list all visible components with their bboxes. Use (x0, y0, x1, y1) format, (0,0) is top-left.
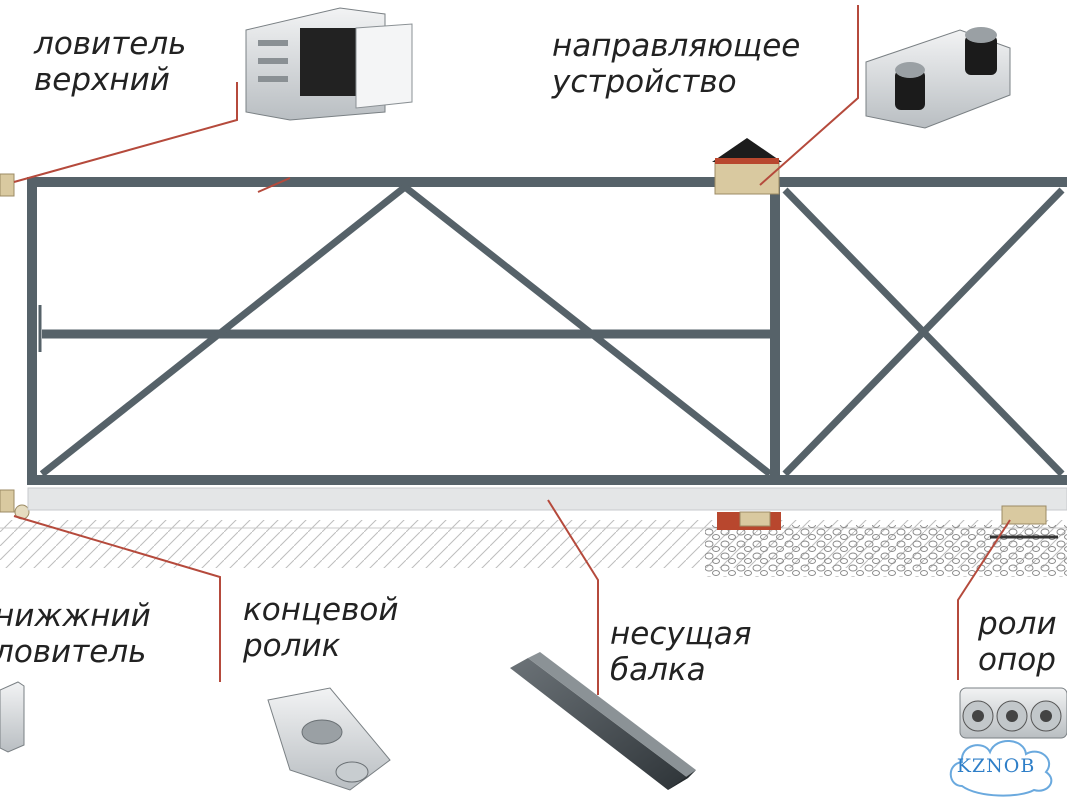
label-carrier-beam: несущая балка (610, 616, 752, 688)
watermark: KZNOB (950, 735, 1042, 797)
label-lower-catcher: нижжний ловитель (0, 598, 151, 670)
roller-carriage (717, 505, 1058, 539)
label-guide-device: направляющее устройство (552, 28, 801, 100)
ground (0, 520, 1067, 577)
guide-device-part (865, 27, 1011, 129)
end-roller-part (267, 687, 391, 791)
watermark-cloud (949, 740, 1053, 797)
support-rollers-part (959, 687, 1067, 739)
label-support-rollers: роли опор (978, 606, 1057, 678)
carrier-beam-part (510, 652, 696, 790)
carrier-beam (27, 487, 1067, 511)
lower-catcher-block (0, 489, 15, 513)
upper-catcher-block (0, 173, 15, 197)
label-end-roller: концевой ролик (243, 592, 399, 664)
upper-catcher-part (245, 7, 413, 121)
watermark-text: KZNOB (956, 755, 1036, 777)
gate-frame (27, 177, 1067, 485)
leader-lines (13, 5, 1011, 695)
guide-post (712, 138, 782, 195)
label-upper-catcher: ловитель верхний (34, 26, 187, 98)
lower-catcher-part (0, 681, 25, 753)
